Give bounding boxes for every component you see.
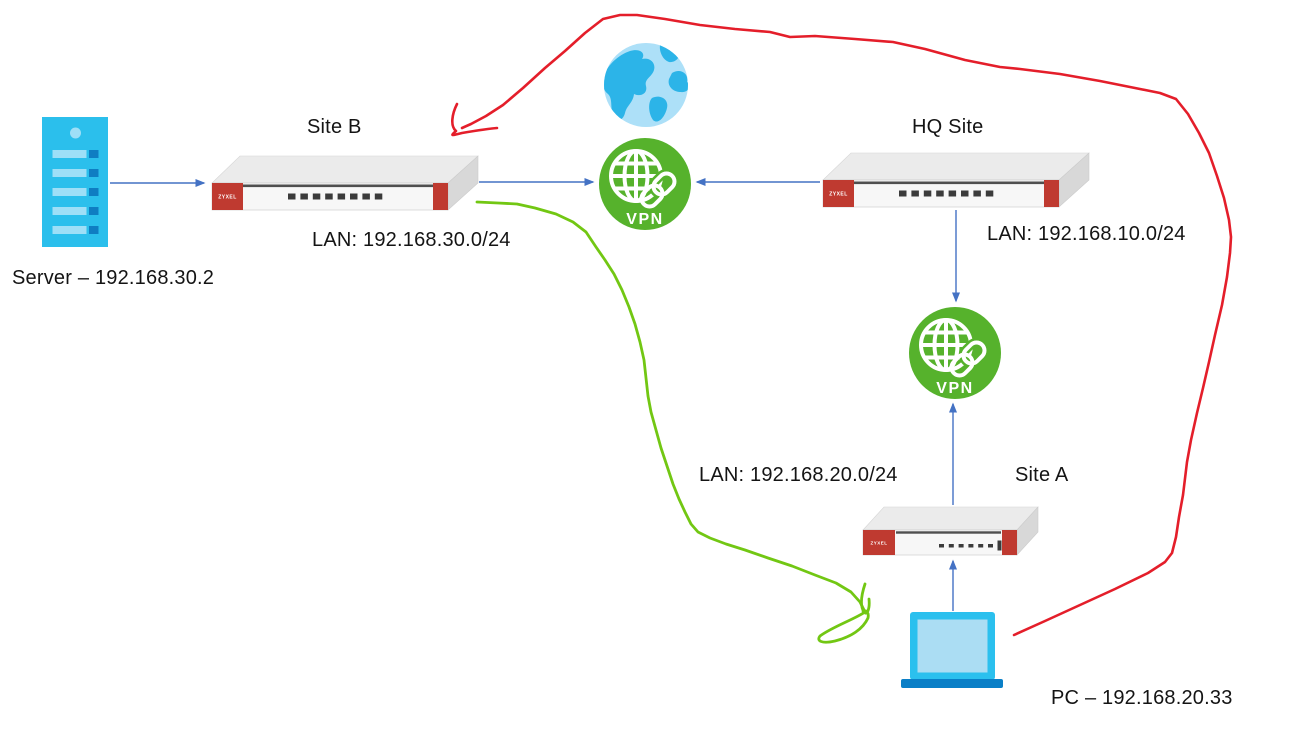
site-b-lan-label: LAN: 192.168.30.0/24 (312, 229, 511, 251)
pc-label: PC – 192.168.20.33 (1051, 687, 1233, 709)
vpn-icon-hq-sitea (909, 307, 1001, 399)
server-label: Server – 192.168.30.2 (12, 267, 215, 289)
green-annotation-arrow (475, 200, 871, 644)
server-icon (42, 117, 108, 247)
red-arrowhead (451, 102, 499, 137)
red-annotation-arrow (451, 13, 1233, 637)
zyxel-logo: ZYXEL (218, 195, 237, 201)
hq-lan-label: LAN: 192.168.10.0/24 (987, 223, 1186, 245)
internet-globe-icon (604, 43, 688, 127)
site-a-label: Site A (1015, 464, 1069, 486)
zyxel-logo: ZYXEL (829, 192, 848, 198)
green-arrowhead (817, 582, 871, 644)
connector-lines (110, 178, 960, 611)
ports (288, 193, 383, 200)
hq-site-label: HQ Site (912, 116, 984, 138)
ports (899, 190, 994, 197)
hq-firewall-icon: ZYXEL (822, 152, 1090, 208)
site-b-label: Site B (307, 116, 362, 138)
site-a-lan-label: LAN: 192.168.20.0/24 (699, 464, 898, 486)
site-a-firewall-icon: ZYXEL (862, 506, 1039, 556)
laptop-icon (901, 612, 1003, 688)
site-b-firewall-icon: ZYXEL (211, 155, 479, 211)
ports (939, 540, 1002, 551)
vpn-icon-siteb-hq (599, 138, 691, 230)
zyxel-logo: ZYXEL (870, 541, 887, 546)
